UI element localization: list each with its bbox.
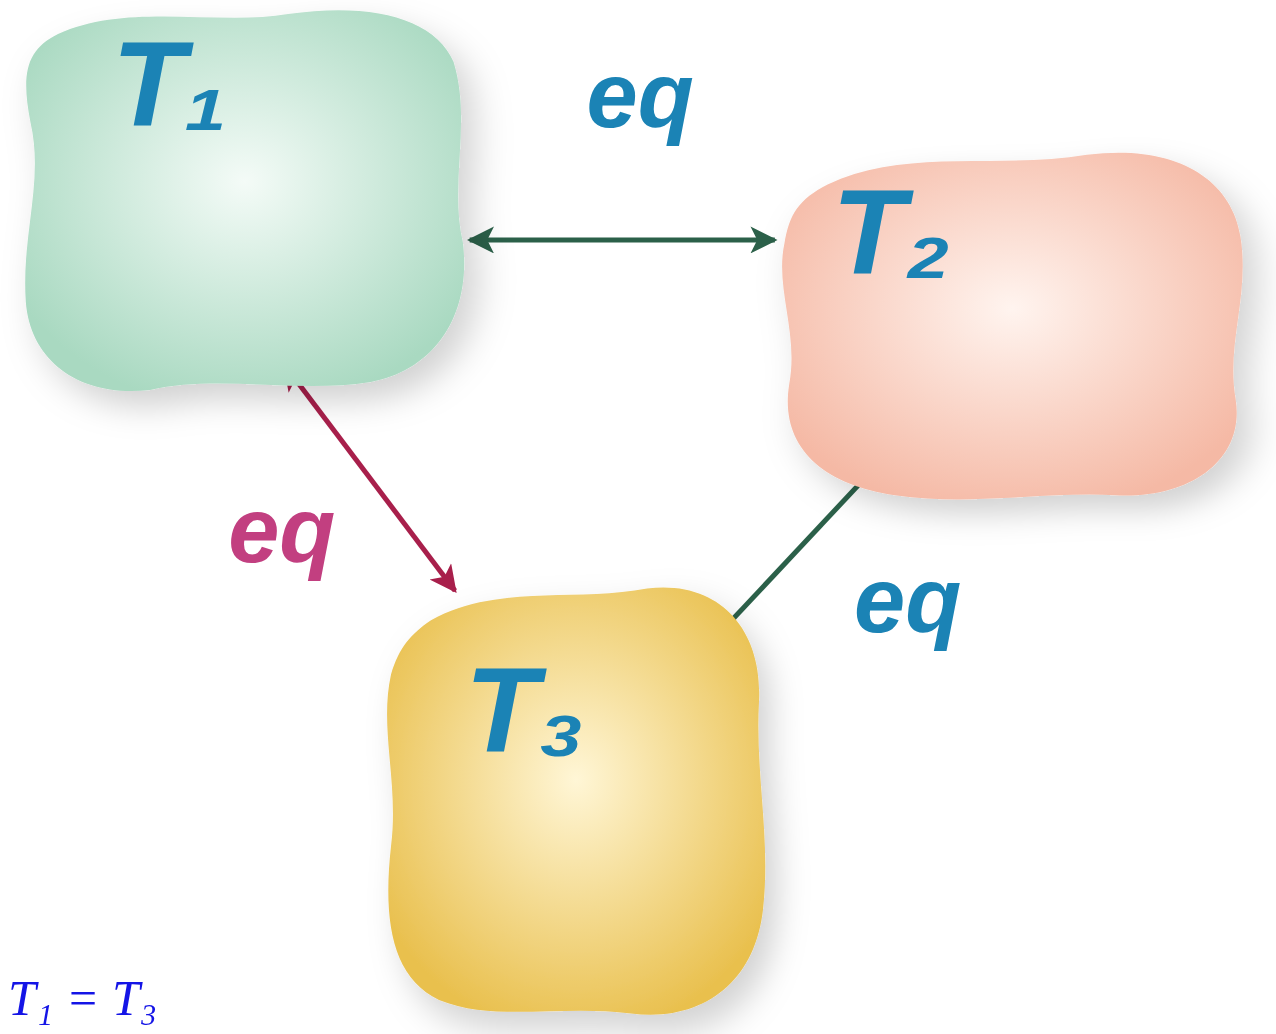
temperature-symbol: T₁ xyxy=(112,24,228,144)
blob-outline xyxy=(12,2,472,402)
temperature-symbol: T₃ xyxy=(465,650,585,770)
equilibrium-arrow xyxy=(470,237,775,242)
equation-note: T₁ = T₃ xyxy=(8,972,157,1025)
body-blob: T₃ xyxy=(375,575,775,1027)
body-blob: T₂ xyxy=(770,140,1250,510)
temperature-symbol: T₂ xyxy=(832,172,951,292)
edge-label: eq xyxy=(854,554,961,646)
body-blob: T₁ xyxy=(12,2,472,402)
edge-label: eq xyxy=(228,484,335,576)
edge-label: eq xyxy=(587,49,694,141)
blob-outline xyxy=(375,575,775,1027)
